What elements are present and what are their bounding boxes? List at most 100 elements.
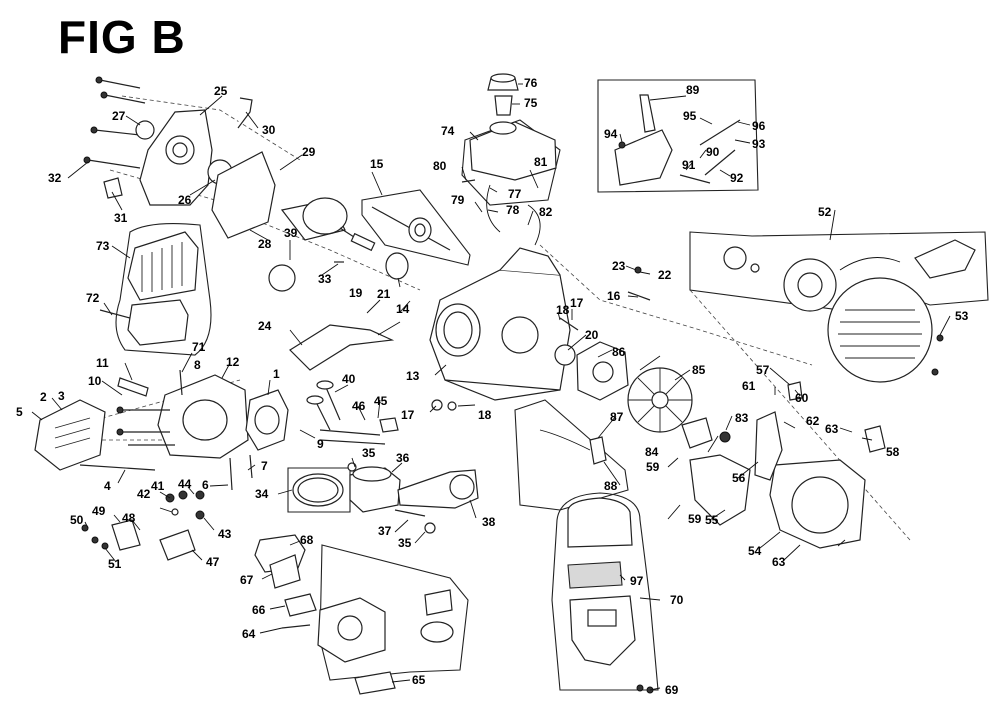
callout: 59 bbox=[646, 460, 660, 474]
callout: 10 bbox=[88, 374, 102, 388]
fuel-tank-part bbox=[469, 121, 557, 181]
callout: 61 bbox=[742, 379, 756, 393]
governor-arm-part bbox=[639, 94, 656, 133]
dipstick-part bbox=[237, 97, 253, 129]
float-bowl-part bbox=[420, 621, 454, 643]
callout: 77 bbox=[508, 187, 522, 201]
callout: 72 bbox=[86, 291, 100, 305]
callout: 26 bbox=[178, 193, 192, 207]
camshaft-gear-inner bbox=[414, 223, 426, 237]
valve-keeper-part bbox=[379, 417, 399, 433]
snap-ring-part bbox=[424, 522, 436, 534]
callout: 79 bbox=[451, 193, 465, 207]
valve-rod-part bbox=[319, 439, 386, 445]
callout: 35 bbox=[398, 536, 412, 550]
callout: 55 bbox=[705, 513, 719, 527]
callout: 47 bbox=[206, 555, 220, 569]
callout: 94 bbox=[604, 127, 618, 141]
callout: 33 bbox=[318, 272, 332, 286]
muffler-part bbox=[127, 299, 189, 346]
callout: 69 bbox=[665, 683, 679, 697]
ignition-coil-core bbox=[592, 361, 614, 383]
crankcase-cover-bolts bbox=[83, 76, 146, 169]
callout: 96 bbox=[752, 119, 766, 133]
starter-rope-part bbox=[839, 257, 901, 271]
valve-rod-part bbox=[319, 429, 381, 436]
camshaft-group-outline bbox=[361, 189, 471, 266]
callout: 63 bbox=[772, 555, 786, 569]
starter-bolt-part bbox=[936, 334, 944, 342]
connecting-rod-big-end bbox=[449, 474, 475, 500]
float-part bbox=[424, 589, 453, 616]
carburetor-base-gasket-part bbox=[354, 671, 396, 695]
engine-block-top bbox=[499, 247, 561, 276]
rocker-cover-part bbox=[34, 399, 106, 471]
starter-cup-part bbox=[681, 417, 713, 449]
callout: 66 bbox=[252, 603, 266, 617]
callout: 5 bbox=[16, 405, 23, 419]
governor-bracket-part bbox=[614, 129, 673, 186]
callout: 21 bbox=[377, 287, 391, 301]
callout: 45 bbox=[374, 394, 388, 408]
callout: 65 bbox=[412, 673, 426, 687]
callout: 87 bbox=[610, 410, 624, 424]
part-callouts: 1 2 3 4 5 6 7 8 9 10 11 12 13 14 15 16 1… bbox=[16, 76, 969, 697]
callout: 52 bbox=[818, 205, 832, 219]
fuel-line-group-outline bbox=[514, 399, 629, 511]
crankshaft-bearing-part bbox=[385, 252, 409, 280]
callout: 28 bbox=[258, 237, 272, 251]
callout: 88 bbox=[604, 479, 618, 493]
stud-part bbox=[249, 454, 253, 479]
assembly-line bbox=[121, 95, 301, 161]
callout: 81 bbox=[534, 155, 548, 169]
callout: 16 bbox=[607, 289, 621, 303]
throttle-rod-part bbox=[699, 119, 741, 146]
spark-plug-part bbox=[117, 377, 149, 397]
callout: 90 bbox=[706, 145, 720, 159]
flywheel-hub bbox=[651, 391, 669, 409]
callout: 9 bbox=[317, 437, 324, 451]
main-bearing-seat bbox=[501, 316, 539, 354]
fuel-tank-bolt-part bbox=[461, 179, 476, 183]
callout: 6 bbox=[202, 478, 209, 492]
piston-rings-inner bbox=[297, 477, 339, 503]
rocker-pivot-parts bbox=[81, 524, 109, 550]
timing-gear-part bbox=[268, 264, 296, 292]
leader-lines bbox=[31, 83, 951, 691]
callout: 23 bbox=[612, 259, 626, 273]
callout: 15 bbox=[370, 157, 384, 171]
stud-part bbox=[179, 369, 183, 396]
carburetor-gasket-part bbox=[284, 593, 317, 617]
oil-filler-cap-part bbox=[103, 177, 123, 199]
crankcase-cover-bore-inner bbox=[172, 142, 188, 158]
governor-rod-part bbox=[627, 291, 651, 301]
callout: 50 bbox=[70, 513, 84, 527]
assembly-line bbox=[539, 244, 813, 366]
callout: 74 bbox=[441, 124, 455, 138]
bracket-part bbox=[289, 324, 395, 371]
fuel-cap-top bbox=[490, 73, 516, 83]
callout: 4 bbox=[104, 479, 111, 493]
callout: 17 bbox=[401, 408, 415, 422]
callout: 1 bbox=[273, 367, 280, 381]
callout: 3 bbox=[58, 389, 65, 403]
callout: 62 bbox=[806, 414, 820, 428]
cylinder-bore-inner bbox=[443, 311, 473, 349]
callout: 75 bbox=[524, 96, 538, 110]
callout: 71 bbox=[192, 340, 206, 354]
callout: 97 bbox=[630, 574, 644, 588]
assembly-line bbox=[249, 217, 421, 291]
callout: 78 bbox=[506, 203, 520, 217]
callout: 82 bbox=[539, 205, 553, 219]
callout: 20 bbox=[585, 328, 599, 342]
callout: 29 bbox=[302, 145, 316, 159]
callout: 46 bbox=[352, 399, 366, 413]
rocker-plate-part bbox=[111, 519, 141, 551]
cylinder-shroud-part bbox=[689, 454, 751, 526]
governor-nut-part bbox=[618, 141, 626, 149]
callout: 95 bbox=[683, 109, 697, 123]
piston-pin-part bbox=[394, 509, 426, 517]
piston-rings-group-outline bbox=[287, 467, 351, 513]
callout: 2 bbox=[40, 390, 47, 404]
cylinder-head-cover-part bbox=[127, 231, 199, 301]
